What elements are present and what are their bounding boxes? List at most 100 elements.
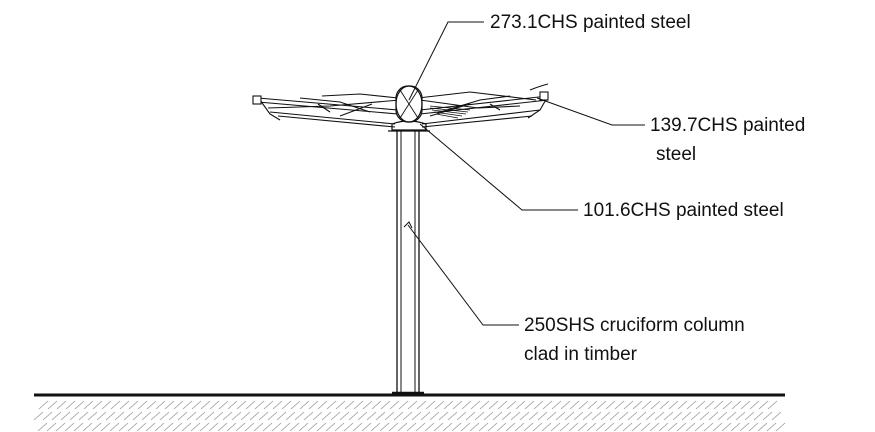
hatch-stroke — [267, 411, 278, 421]
hatch-stroke — [299, 400, 310, 410]
hatch-stroke — [686, 400, 697, 410]
hatch-stroke — [190, 422, 201, 432]
ground-hatch — [33, 400, 786, 432]
hatch-stroke — [159, 411, 170, 421]
hatch-stroke — [569, 400, 580, 410]
hatch-stroke — [60, 411, 71, 421]
hatch-stroke — [366, 411, 377, 421]
hatch-stroke — [640, 422, 651, 432]
hatch-stroke — [496, 422, 507, 432]
hatch-stroke — [330, 411, 341, 421]
hatch-stroke — [411, 411, 422, 421]
hatch-stroke — [483, 411, 494, 421]
hatch-stroke — [699, 411, 710, 421]
hatch-stroke — [604, 422, 615, 432]
hatch-stroke — [213, 411, 224, 421]
hatch-stroke — [348, 411, 359, 421]
hatch-stroke — [352, 422, 363, 432]
label-mid-chs-line1: 139.7CHS painted — [650, 115, 806, 136]
hatch-stroke — [316, 422, 327, 432]
hatch-stroke — [281, 400, 292, 410]
hatch-stroke — [641, 400, 652, 410]
hatch-stroke — [334, 422, 345, 432]
hatch-stroke — [479, 400, 490, 410]
hatch-stroke — [128, 400, 139, 410]
hatch-stroke — [83, 400, 94, 410]
hatch-stroke — [289, 422, 300, 432]
timber-column — [392, 130, 424, 395]
hatch-stroke — [38, 400, 49, 410]
hatch-stroke — [127, 422, 138, 432]
hatch-stroke — [280, 422, 291, 432]
hatch-stroke — [442, 422, 453, 432]
hatch-stroke — [154, 422, 165, 432]
hatch-stroke — [118, 422, 129, 432]
hatch-stroke — [145, 422, 156, 432]
hatch-stroke — [55, 422, 66, 432]
hatch-stroke — [208, 422, 219, 432]
hatch-stroke — [389, 400, 400, 410]
hatch-stroke — [245, 400, 256, 410]
hatch-stroke — [753, 411, 764, 421]
hatch-stroke — [263, 400, 274, 410]
label-mid-chs-line2: steel — [656, 144, 697, 165]
hatch-stroke — [685, 422, 696, 432]
hatch-stroke — [559, 422, 570, 432]
hatch-stroke — [199, 422, 210, 432]
hatch-stroke — [393, 411, 404, 421]
hatch-stroke — [677, 400, 688, 410]
hatch-stroke — [339, 411, 350, 421]
hatch-stroke — [141, 411, 152, 421]
hatch-stroke — [146, 400, 157, 410]
hatch-stroke — [487, 422, 498, 432]
label-column-line2: clad in timber — [524, 344, 637, 365]
leader-top-chs — [408, 21, 484, 101]
leader-mid-chs — [536, 97, 645, 126]
hatch-stroke — [191, 400, 202, 410]
hatch-stroke — [514, 422, 525, 432]
hatch-stroke — [532, 422, 543, 432]
hatch-stroke — [587, 400, 598, 410]
hatch-stroke — [613, 422, 624, 432]
hatch-stroke — [712, 422, 723, 432]
hatch-stroke — [155, 400, 166, 410]
hatch-stroke — [65, 400, 76, 410]
hatch-stroke — [568, 422, 579, 432]
hatch-stroke — [96, 411, 107, 421]
hatch-stroke — [461, 400, 472, 410]
hatch-stroke — [722, 400, 733, 410]
hatch-stroke — [631, 422, 642, 432]
hatch-stroke — [240, 411, 251, 421]
hatch-stroke — [137, 400, 148, 410]
hatch-stroke — [416, 400, 427, 410]
hatch-stroke — [371, 400, 382, 410]
hatch-stroke — [73, 422, 84, 432]
hatch-stroke — [321, 411, 332, 421]
hatch-stroke — [577, 422, 588, 432]
hatch-stroke — [767, 400, 778, 410]
hatch-stroke — [546, 411, 557, 421]
hatch-stroke — [523, 422, 534, 432]
hatch-stroke — [505, 422, 516, 432]
hatch-stroke — [717, 411, 728, 421]
hatch-stroke — [573, 411, 584, 421]
hatch-stroke — [119, 400, 130, 410]
hatch-stroke — [560, 400, 571, 410]
hatch-stroke — [123, 411, 134, 421]
hatch-stroke — [551, 400, 562, 410]
hatch-stroke — [217, 422, 228, 432]
hatch-stroke — [650, 400, 661, 410]
hatch-stroke — [492, 411, 503, 421]
hatch-stroke — [775, 422, 786, 432]
hatch-stroke — [361, 422, 372, 432]
hatch-stroke — [771, 411, 782, 421]
hatch-stroke — [537, 411, 548, 421]
hatch-stroke — [375, 411, 386, 421]
hatch-stroke — [325, 422, 336, 432]
hatch-stroke — [398, 400, 409, 410]
hatch-stroke — [595, 422, 606, 432]
hatch-stroke — [730, 422, 741, 432]
hatch-stroke — [591, 411, 602, 421]
hatch-stroke — [586, 422, 597, 432]
leader-column — [407, 224, 519, 326]
